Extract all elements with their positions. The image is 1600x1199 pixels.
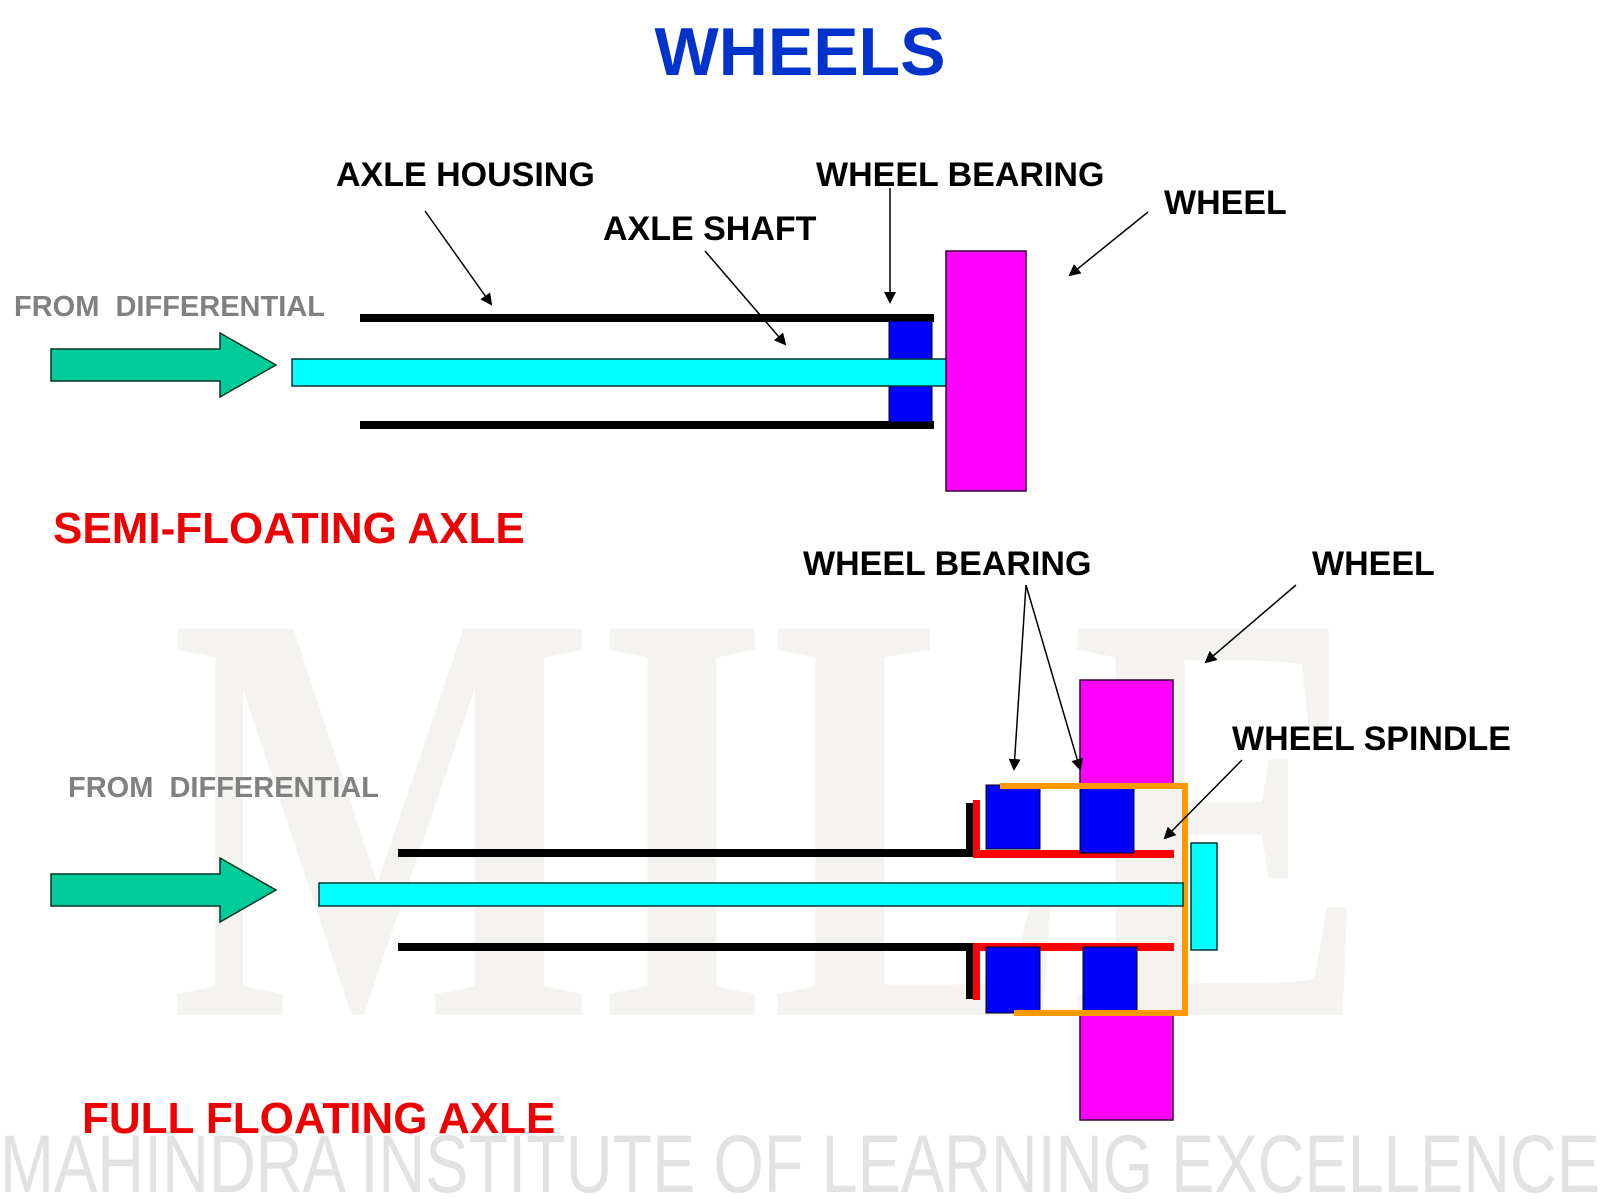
full-wheel-spindle-top-flange [973,800,980,857]
full-pointer-wheel [1204,584,1297,664]
watermark-logo: MILE [170,489,1370,1143]
full-axle-housing-top [398,849,970,857]
full-wheel-bearing-outer-top [985,784,1041,850]
full-floating-section: FROM DIFFERENTIAL WHEEL BEARING WHEEL [50,545,1511,1143]
full-wheel-bearing-outer-bottom [985,946,1041,1014]
watermark-footer-text: MAHINDRA INSTITUTE OF LEARNING EXCELLENC… [0,1119,1600,1199]
full-wheel-spindle-bottom [973,943,1174,951]
semi-pointer-axle-housing [424,210,493,306]
full-label-wheel: WHEEL [1312,545,1435,583]
semi-section-title: SEMI-FLOATING AXLE [53,504,525,553]
semi-input-label: FROM DIFFERENTIAL [14,291,325,323]
full-wheel-hub [1000,783,1188,1016]
semi-input-arrow-icon [50,331,278,399]
semi-axle-shaft [291,358,948,387]
semi-label-axle-shaft: AXLE SHAFT [603,210,817,248]
semi-axle-housing-top [360,314,934,322]
full-wheel-bearing-inner-bottom [1082,946,1138,1012]
semi-pointer-wheel [1068,211,1149,277]
full-pointer-wheel-bearing-1 [1008,584,1027,771]
semi-wheel [945,250,1027,492]
full-wheel-spindle-bottom-flange [973,943,980,1000]
full-label-wheel-spindle: WHEEL SPINDLE [1232,720,1511,758]
semi-pointer-axle-shaft [704,250,787,346]
full-section-title: FULL FLOATING AXLE [82,1094,555,1143]
full-wheel-spindle-top [973,850,1174,858]
full-pointer-wheel-bearing-2 [1025,584,1083,771]
full-housing-flange-top [966,803,973,857]
semi-axle-housing-bottom [360,421,934,429]
full-housing-flange-bottom [966,943,973,999]
page-title: WHEELS [655,14,946,90]
full-axle-shaft [318,882,1184,907]
full-axle-shaft-flange [1190,842,1218,951]
full-axle-housing-bottom [398,943,970,951]
full-input-arrow-icon [50,856,278,924]
semi-label-wheel-bearing: WHEEL BEARING [816,156,1104,194]
full-wheel-bottom [1079,1012,1174,1121]
full-input-label: FROM DIFFERENTIAL [68,772,379,804]
full-wheel-bearing-inner-top [1079,786,1135,854]
semi-floating-section: FROM DIFFERENTIAL AXLE HOUSING AXLE SHAF… [14,156,1287,553]
semi-label-wheel: WHEEL [1164,184,1287,222]
watermark-logo-text: MILE [170,489,1370,1143]
semi-label-axle-housing: AXLE HOUSING [336,156,595,194]
full-label-wheel-bearing: WHEEL BEARING [803,545,1091,583]
full-wheel-top [1079,679,1174,787]
full-pointer-wheel-spindle [1163,759,1243,840]
